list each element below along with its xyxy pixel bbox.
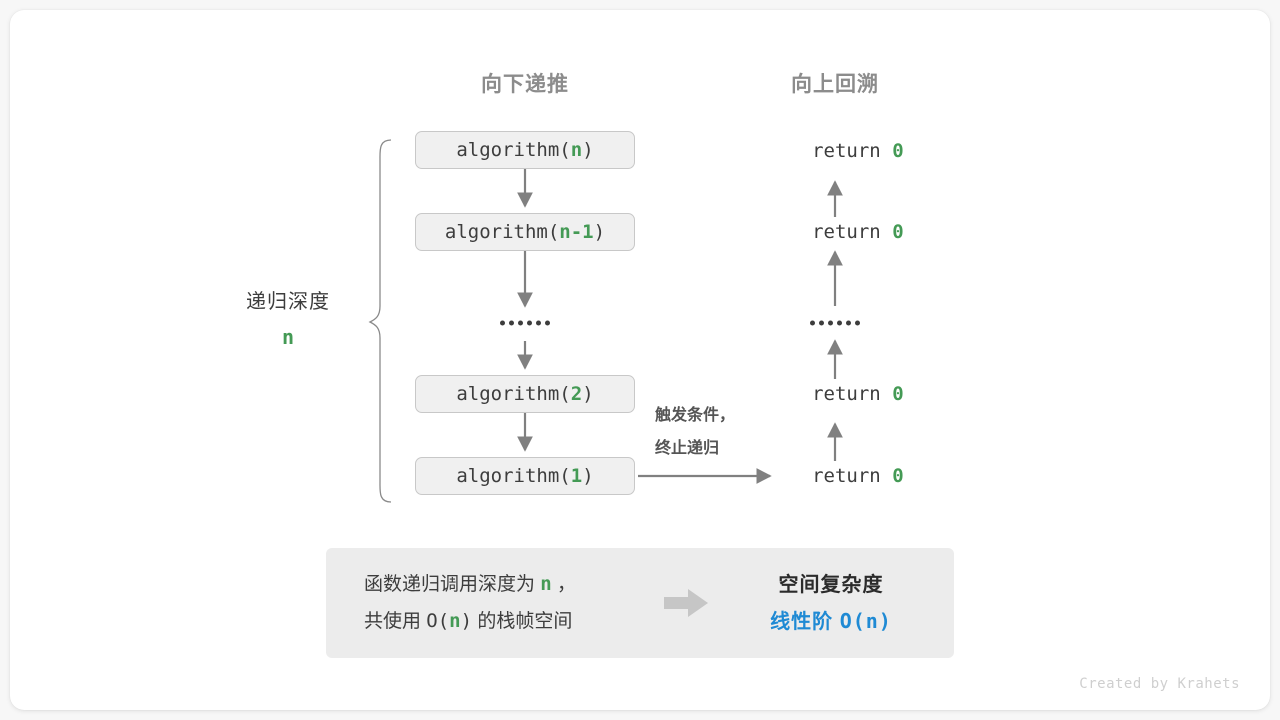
call-box-2-close: ) (582, 383, 594, 405)
dot (837, 320, 842, 326)
ellipsis-right (810, 320, 860, 326)
return-label-third: return 0 (766, 361, 904, 427)
dot (500, 320, 505, 326)
call-box-1-close: ) (582, 465, 594, 487)
return-keyword: return (812, 140, 893, 162)
diagram-card: 向下递推 向上回溯 递归深度 n algorithm(n) algorithm(… (10, 10, 1270, 710)
dot (518, 320, 523, 326)
credit-footer: Created by Krahets (1079, 676, 1240, 692)
return-value: 0 (892, 465, 904, 487)
termination-note-line2: 终止递归 (655, 440, 720, 457)
summary-result: 空间复杂度 线性阶 O(n) (718, 567, 954, 640)
summary-line1-n: n (540, 573, 552, 595)
right-arrow-icon (664, 589, 708, 617)
call-box-1-name: algorithm( (456, 465, 571, 487)
summary-panel: 函数递归调用深度为 n ， 共使用 O(n) 的栈帧空间 空间复杂度 线性阶 O… (326, 548, 954, 658)
dot (828, 320, 833, 326)
summary-line2-c: ) (460, 610, 473, 632)
call-box-n-name: algorithm( (456, 139, 571, 161)
call-box-1-arg: 1 (570, 465, 583, 487)
call-box-n-arg: n (570, 139, 583, 161)
return-label-second: return 0 (766, 199, 904, 265)
call-box-n-minus-1-name: algorithm( (444, 221, 560, 243)
summary-line1-a: 函数递归调用深度为 (364, 574, 541, 595)
summary-line2-n: n (449, 610, 461, 632)
call-box-n-minus-1-close: ) (593, 221, 606, 243)
summary-line2-a: 共使用 (364, 611, 427, 632)
summary-arrow-icon (656, 587, 718, 619)
dot (545, 320, 550, 326)
recursion-depth-label: 递归深度 n (246, 285, 330, 349)
depth-brace (368, 139, 392, 503)
summary-line2: 共使用 O(n) 的栈帧空间 (364, 603, 656, 640)
summary-line2-o: O( (426, 610, 450, 632)
dot (527, 320, 532, 326)
termination-note-line1: 触发条件， (655, 407, 736, 424)
call-box-n-close: ) (582, 139, 594, 161)
call-box-n-minus-1: algorithm(n-1) (415, 213, 635, 251)
return-value: 0 (892, 383, 904, 405)
dot (855, 320, 860, 326)
column-header-recurse-down: 向下递推 (481, 73, 569, 96)
recursion-depth-text: 递归深度 (246, 291, 330, 313)
return-value: 0 (892, 140, 904, 162)
return-keyword: return (812, 465, 893, 487)
summary-line2-b: 的栈帧空间 (472, 611, 573, 632)
call-box-n-minus-1-arg: n-1 (559, 221, 594, 243)
dot (846, 320, 851, 326)
return-value: 0 (892, 221, 904, 243)
summary-description: 函数递归调用深度为 n ， 共使用 O(n) 的栈帧空间 (326, 566, 656, 640)
return-label-bottom: return 0 (766, 443, 904, 509)
return-keyword: return (812, 221, 893, 243)
summary-result-order: 线性阶 (770, 610, 840, 633)
summary-result-value: 线性阶 O(n) (718, 603, 944, 640)
dot (509, 320, 514, 326)
dot (819, 320, 824, 326)
call-box-1: algorithm(1) (415, 457, 635, 495)
call-box-2: algorithm(2) (415, 375, 635, 413)
column-header-backtrack-up: 向上回溯 (791, 73, 879, 96)
call-box-2-arg: 2 (570, 383, 583, 405)
return-keyword: return (812, 383, 893, 405)
summary-line1-b: ， (551, 574, 577, 595)
summary-result-notation: O(n) (839, 608, 892, 633)
return-label-top: return 0 (766, 118, 904, 184)
termination-note: 触发条件， 终止递归 (655, 399, 735, 465)
call-box-2-name: algorithm( (456, 383, 571, 405)
dot (810, 320, 815, 326)
ellipsis-left (500, 320, 550, 326)
dot (536, 320, 541, 326)
recursion-depth-value: n (281, 325, 295, 349)
summary-result-title: 空间复杂度 (778, 573, 884, 596)
call-box-n: algorithm(n) (415, 131, 635, 169)
summary-line1: 函数递归调用深度为 n ， (364, 566, 656, 603)
